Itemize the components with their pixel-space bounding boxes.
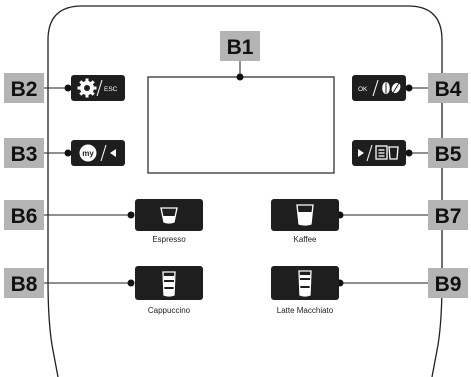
callout-b1-label: B1 (227, 36, 254, 59)
ok-beans-button[interactable]: OK (352, 75, 406, 101)
kaffee-button[interactable] (271, 199, 339, 231)
callout-b2-label: B2 (11, 78, 38, 101)
callout-b6: B6 (4, 200, 135, 230)
espresso-cup-icon (160, 207, 178, 224)
callout-b7-label: B7 (435, 205, 462, 228)
play-icon (358, 149, 364, 157)
callout-b3-label: B3 (11, 143, 38, 166)
callout-b5: B5 (405, 138, 468, 168)
settings-esc-button[interactable]: ESC (71, 75, 125, 101)
callout-b8: B8 (4, 268, 135, 298)
cappuccino-label: Cappuccino (148, 306, 191, 315)
cappuccino-glass-icon (162, 271, 176, 297)
callout-b4-label: B4 (435, 78, 462, 101)
callout-b6-label: B6 (11, 205, 38, 228)
my-button[interactable]: my (71, 140, 125, 166)
espresso-button[interactable] (135, 199, 203, 231)
callout-b4: B4 (405, 73, 468, 103)
callout-b3: B3 (4, 138, 72, 168)
play-menu-button[interactable] (352, 140, 406, 166)
esc-text: ESC (104, 86, 118, 93)
callout-b7: B7 (336, 200, 468, 230)
callout-b2: B2 (4, 73, 72, 103)
panel-outline (47, 5, 443, 377)
latte-macchiato-button[interactable] (271, 266, 339, 300)
espresso-label: Espresso (152, 235, 186, 244)
callout-b5-label: B5 (435, 143, 462, 166)
display-screen (147, 76, 335, 174)
callout-b8-label: B8 (11, 273, 38, 296)
ok-text: OK (358, 86, 368, 93)
menu-cup-icon (375, 145, 399, 160)
my-icon-text: my (82, 149, 94, 158)
callout-b9-label: B9 (435, 273, 462, 296)
latte-glass-icon (298, 270, 312, 297)
back-arrow-icon (110, 149, 116, 157)
my-icon: my (79, 144, 97, 162)
coffee-beans-icon (382, 82, 401, 94)
gear-icon (77, 78, 97, 98)
callout-b1: B1 (220, 31, 260, 81)
callout-b9: B9 (336, 268, 468, 298)
cappuccino-button[interactable] (135, 266, 203, 300)
latte-macchiato-label: Latte Macchiato (277, 306, 334, 315)
kaffee-label: Kaffee (294, 235, 318, 244)
coffee-cup-icon (296, 204, 314, 226)
